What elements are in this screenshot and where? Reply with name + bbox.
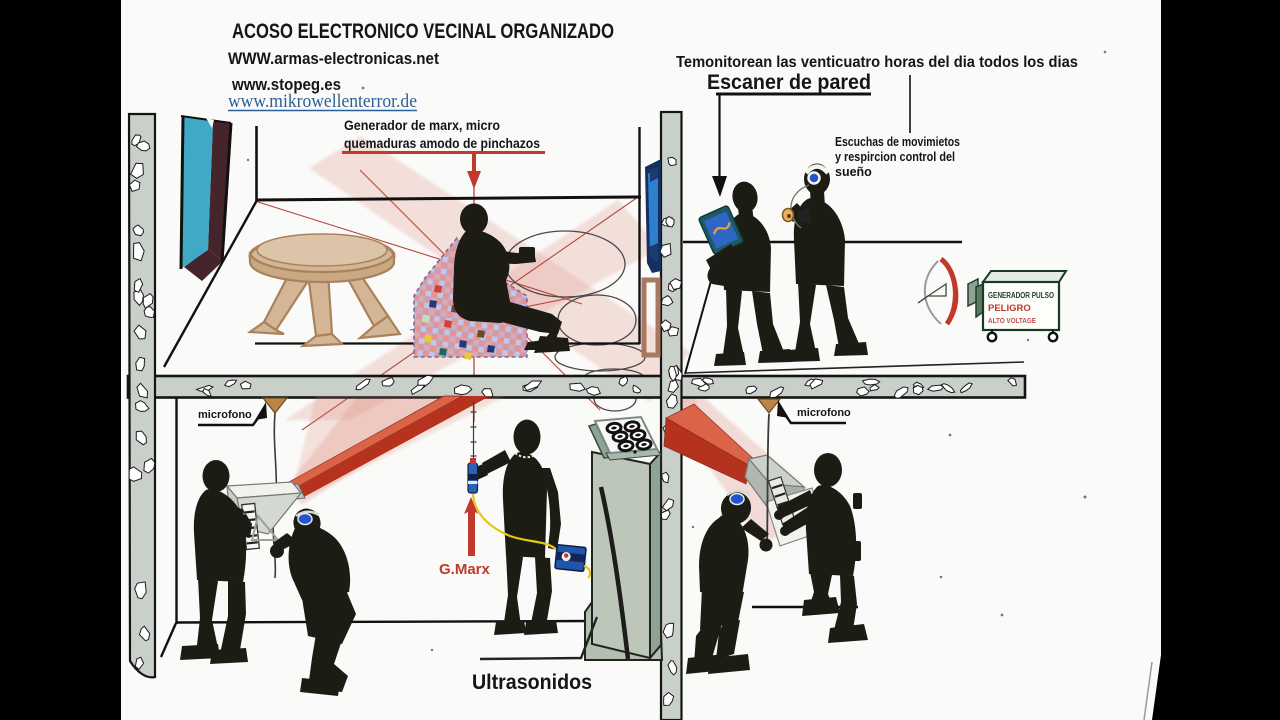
svg-text:quemaduras amodo de pinchazos: quemaduras amodo de pinchazos xyxy=(344,135,540,151)
svg-text:www.stopeg.es: www.stopeg.es xyxy=(231,75,341,94)
svg-text:sueño: sueño xyxy=(835,165,872,179)
svg-text:WWW.armas-electronicas.net: WWW.armas-electronicas.net xyxy=(228,49,439,68)
svg-text:Escuchas de movimietos: Escuchas de movimietos xyxy=(835,135,960,149)
svg-text:ACOSO ELECTRONICO VECINAL ORGA: ACOSO ELECTRONICO VECINAL ORGANIZADO xyxy=(232,20,614,43)
svg-text:www.mikrowellenterror.de: www.mikrowellenterror.de xyxy=(228,91,417,112)
svg-text:Generador de marx, micro: Generador de marx, micro xyxy=(344,117,500,133)
svg-text:ALTO VOLTAGE: ALTO VOLTAGE xyxy=(988,316,1036,325)
svg-text:Temonitorean las venticuatro h: Temonitorean las venticuatro horas del d… xyxy=(676,54,1078,71)
svg-text:GENERADOR PULSO: GENERADOR PULSO xyxy=(988,291,1054,300)
svg-text:microfono: microfono xyxy=(797,407,851,419)
svg-text:y respircion control del: y respircion control del xyxy=(835,150,955,164)
svg-text:PELIGRO: PELIGRO xyxy=(988,303,1031,314)
svg-text:G.Marx: G.Marx xyxy=(439,561,491,578)
svg-text:Escaner de pared: Escaner de pared xyxy=(707,71,871,94)
svg-text:microfono: microfono xyxy=(198,409,252,421)
svg-text:Ultrasonidos: Ultrasonidos xyxy=(472,671,592,694)
